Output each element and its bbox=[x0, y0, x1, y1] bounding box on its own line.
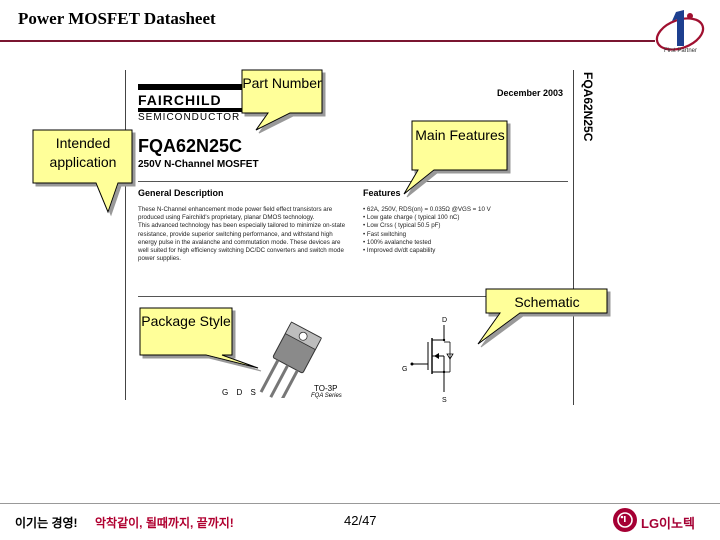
to3p-package-image bbox=[259, 321, 322, 398]
section-rule bbox=[138, 296, 568, 297]
brand-subtitle: SEMICONDUCTOR bbox=[138, 112, 241, 123]
callout-part-number-text: Part Number bbox=[242, 75, 322, 91]
feature-item: Improved dv/dt capability bbox=[363, 247, 568, 255]
features-list: 62A, 250V, RDS(on) = 0.035Ω @VGS = 10 V … bbox=[363, 206, 568, 255]
callout-main-features bbox=[403, 120, 508, 195]
datasheet-date: December 2003 bbox=[497, 88, 564, 98]
feature-item: Fast switching bbox=[363, 231, 568, 239]
logo-caption: First Partner bbox=[664, 48, 698, 54]
part-number: FQA62N25C bbox=[138, 136, 243, 156]
title-divider bbox=[0, 40, 655, 42]
datasheet-side-rule bbox=[573, 70, 574, 405]
mosfet-schematic-symbol: D G S bbox=[402, 317, 454, 404]
brand-bar-top bbox=[138, 84, 246, 90]
gate-label: G bbox=[402, 366, 407, 373]
callout-main-features-text: Main Features bbox=[415, 127, 505, 143]
callout-schematic-text: Schematic bbox=[514, 294, 580, 310]
pin-labels: G D S bbox=[222, 388, 259, 397]
callout-intended-application-text: Intended application bbox=[49, 135, 117, 170]
features-heading: Features bbox=[363, 188, 401, 198]
package-series: FQA Series bbox=[311, 393, 342, 399]
callout-part-number bbox=[241, 69, 323, 131]
footer-slogan: 이기는 경영! bbox=[15, 516, 78, 530]
general-description-heading: General Description bbox=[138, 188, 224, 198]
company-name: LG이노텍 bbox=[641, 516, 695, 531]
datasheet-edge bbox=[125, 70, 126, 400]
feature-item: 100% avalanche tested bbox=[363, 239, 568, 247]
first-partner-logo bbox=[655, 10, 705, 51]
feature-item: Low gate charge ( typical 100 nC) bbox=[363, 214, 568, 222]
page-number: 42/47 bbox=[344, 513, 377, 528]
general-description-text: These N-Channel enhancement mode power f… bbox=[138, 206, 346, 263]
brand-name: FAIRCHILD bbox=[138, 92, 222, 108]
footer-slogan-red: 악착같이, 될때까지, 끝까지! bbox=[95, 516, 234, 530]
package-name: TO-3P bbox=[314, 384, 338, 393]
brand-bar-bottom bbox=[138, 108, 246, 112]
slide-title: Power MOSFET Datasheet bbox=[18, 9, 216, 28]
callout-intended-application bbox=[32, 129, 133, 214]
callout-package-style-text: Package Style bbox=[141, 313, 231, 329]
source-label: S bbox=[442, 397, 447, 404]
callout-schematic bbox=[477, 288, 608, 345]
footer-divider bbox=[0, 503, 720, 504]
callout-package-style bbox=[139, 307, 259, 369]
feature-item: Low Crss ( typical 50.5 pF) bbox=[363, 222, 568, 230]
lg-logo-icon bbox=[613, 508, 637, 532]
feature-item: 62A, 250V, RDS(on) = 0.035Ω @VGS = 10 V bbox=[363, 206, 568, 214]
device-subtitle: 250V N-Channel MOSFET bbox=[138, 159, 259, 170]
drain-label: D bbox=[442, 317, 447, 324]
section-rule bbox=[138, 181, 568, 182]
